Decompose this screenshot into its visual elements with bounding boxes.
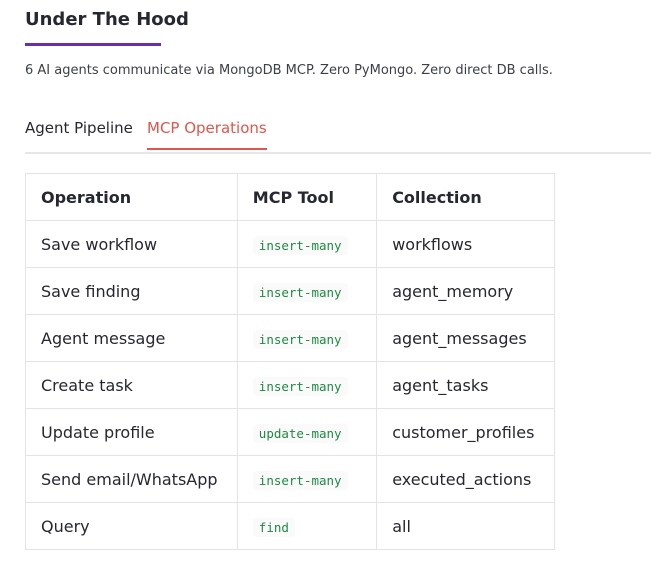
tab-agent-pipeline[interactable]: Agent Pipeline [25, 119, 133, 137]
cell-operation: Update profile [25, 408, 238, 456]
tool-code: insert-many [252, 329, 348, 349]
table-header-row: Operation MCP Tool Collection [25, 173, 555, 221]
table-row: Create task insert-many agent_tasks [25, 361, 555, 409]
tool-code: find [252, 517, 295, 537]
title-underline [25, 43, 161, 46]
tab-bar-divider [25, 152, 651, 154]
cell-mcp-tool: insert-many [236, 455, 378, 503]
table-row: Query find all [25, 502, 555, 550]
tool-code: update-many [252, 423, 348, 443]
cell-operation: Send email/WhatsApp [25, 455, 238, 503]
cell-operation: Save finding [25, 267, 238, 315]
cell-collection: agent_memory [376, 267, 555, 315]
table-row: Send email/WhatsApp insert-many executed… [25, 455, 555, 503]
cell-collection: customer_profiles [376, 408, 555, 456]
cell-mcp-tool: insert-many [236, 314, 378, 362]
tool-code: insert-many [252, 282, 348, 302]
cell-mcp-tool: insert-many [236, 220, 378, 268]
cell-operation: Agent message [25, 314, 238, 362]
tab-bar: Agent Pipeline MCP Operations [25, 112, 651, 154]
tool-code: insert-many [252, 470, 348, 490]
table-row: Save finding insert-many agent_memory [25, 267, 555, 315]
column-header-operation: Operation [25, 173, 238, 221]
cell-collection: agent_messages [376, 314, 555, 362]
tool-code: insert-many [252, 376, 348, 396]
cell-collection: all [376, 502, 555, 550]
cell-mcp-tool: insert-many [236, 361, 378, 409]
mcp-operations-table: Operation MCP Tool Collection Save workf… [25, 173, 555, 550]
section-subtitle: 6 AI agents communicate via MongoDB MCP.… [25, 63, 553, 78]
table-row: Agent message insert-many agent_messages [25, 314, 555, 362]
cell-collection: agent_tasks [376, 361, 555, 409]
column-header-mcp-tool: MCP Tool [236, 173, 378, 221]
cell-operation: Query [25, 502, 238, 550]
cell-mcp-tool: insert-many [236, 267, 378, 315]
column-header-collection: Collection [376, 173, 555, 221]
cell-mcp-tool: find [236, 502, 378, 550]
cell-collection: executed_actions [376, 455, 555, 503]
cell-operation: Create task [25, 361, 238, 409]
section-title: Under The Hood [25, 9, 189, 30]
tab-mcp-operations[interactable]: MCP Operations [147, 118, 267, 150]
cell-collection: workflows [376, 220, 555, 268]
cell-operation: Save workflow [25, 220, 238, 268]
cell-mcp-tool: update-many [236, 408, 378, 456]
tool-code: insert-many [252, 235, 348, 255]
table-row: Update profile update-many customer_prof… [25, 408, 555, 456]
table-row: Save workflow insert-many workflows [25, 220, 555, 268]
